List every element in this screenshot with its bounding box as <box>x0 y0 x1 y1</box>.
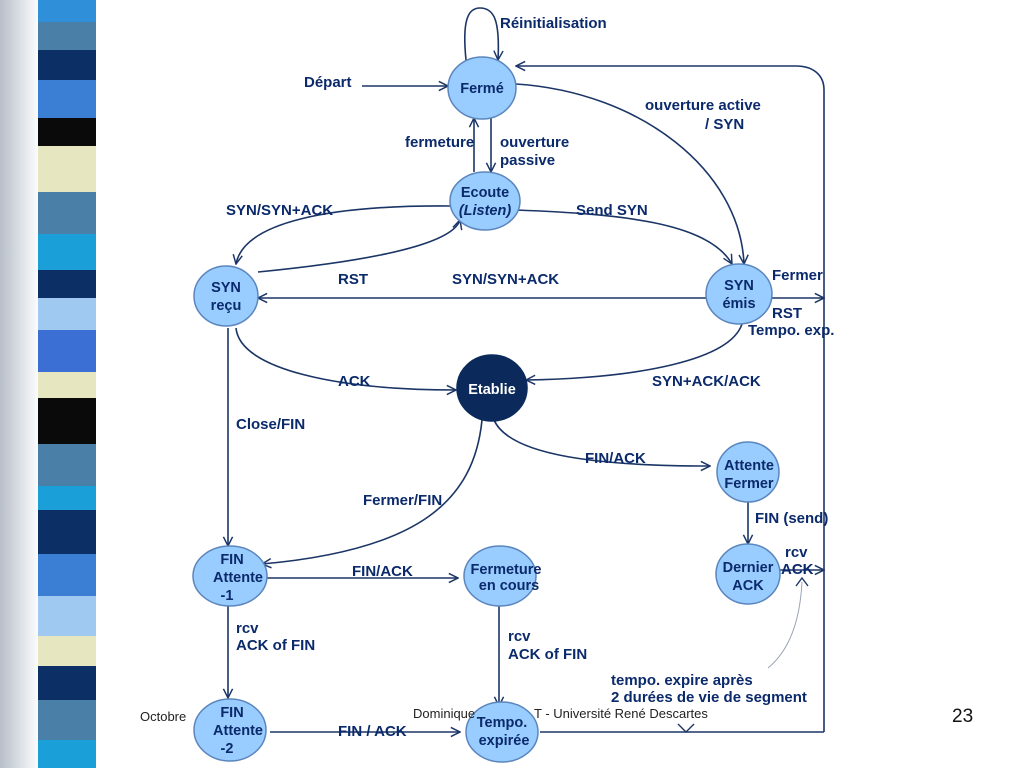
synsent-to-established-arrow <box>526 323 743 380</box>
reinit-loop-arrow <box>463 7 499 60</box>
fin-ack-upper-label: FIN/ACK <box>585 450 646 467</box>
state-syn-sent-sublabel: émis <box>722 296 755 312</box>
tempo-expire-label-2: 2 durées de vie de segment <box>611 689 807 706</box>
state-closing-sublabel: en cours <box>479 578 539 594</box>
depart-label: Départ <box>304 74 352 91</box>
active-open-arrow <box>515 83 744 264</box>
state-fin-wait-1: FIN Attente -1 <box>192 545 268 607</box>
state-time-wait-label: Tempo. <box>477 715 527 731</box>
passive-open-label-2: passive <box>500 152 555 169</box>
fin-ack-lower-label: FIN/ACK <box>352 563 413 580</box>
state-fin-wait-1-sublabel: Attente <box>213 570 263 586</box>
state-fin-wait-2: FIN Attente -2 <box>193 698 267 762</box>
state-syn-received: SYN reçu <box>193 265 259 327</box>
reinit-label: Réinitialisation <box>500 15 607 32</box>
state-last-ack-label: Dernier <box>723 560 774 576</box>
tempo-callout-line <box>767 581 803 669</box>
syn-synack-middle-label: SYN/SYN+ACK <box>452 271 559 288</box>
return-to-closed-line <box>516 66 825 732</box>
state-listen-label: Ecoute <box>461 185 509 201</box>
state-established: Etablie <box>456 354 528 422</box>
state-syn-received-sublabel: reçu <box>211 298 242 314</box>
established-to-finwait1-arrow <box>262 419 483 564</box>
footer-date: Octobre <box>140 709 187 724</box>
state-closed: Fermé <box>447 56 517 120</box>
ack-of-fin-left-label: ACK of FIN <box>236 637 315 654</box>
state-nodes: Fermé Ecoute (Listen) SYN reçu SYN émis … <box>192 56 781 763</box>
state-closing-label: Fermeture <box>471 562 542 578</box>
ack-of-fin-mid-label: ACK of FIN <box>508 646 587 663</box>
state-close-wait-sublabel: Fermer <box>724 476 774 492</box>
synack-ack-label: SYN+ACK/ACK <box>652 373 761 390</box>
state-last-ack: Dernier ACK <box>715 543 781 605</box>
close-fin-established-label: Fermer/FIN <box>363 492 442 509</box>
state-syn-received-label: SYN <box>211 280 241 296</box>
state-last-ack-sublabel: ACK <box>732 578 764 594</box>
passive-open-label: ouverture <box>500 134 569 151</box>
transition-lines <box>228 7 825 733</box>
fin-send-label: FIN (send) <box>755 510 828 527</box>
state-syn-sent-label: SYN <box>724 278 754 294</box>
state-fin-wait-2-suffix: -2 <box>221 741 234 757</box>
fin-slash-ack-label: FIN / ACK <box>338 723 407 740</box>
active-open-label: ouverture active <box>645 97 761 114</box>
listen-to-synsent-arrow <box>515 209 732 264</box>
state-time-wait-sublabel: expirée <box>479 733 530 749</box>
ack-label: ACK <box>338 373 371 390</box>
close-label: fermeture <box>405 134 474 151</box>
established-to-closewait-arrow <box>493 419 710 466</box>
rst-middle-label: RST <box>338 271 368 288</box>
state-fin-wait-1-label: FIN <box>220 552 243 568</box>
state-listen: Ecoute (Listen) <box>449 171 521 231</box>
stripe-shadow <box>0 0 40 768</box>
state-listen-sublabel: (Listen) <box>459 203 512 219</box>
state-closing: Fermeture en cours <box>463 545 542 607</box>
synrcvd-to-established-arrow <box>235 327 456 390</box>
state-close-wait: Attente Fermer <box>716 441 780 503</box>
synrcvd-to-listen-arrow <box>257 220 460 273</box>
rst-right-label: RST <box>772 305 802 322</box>
page-number: 23 <box>952 706 974 727</box>
syn-synack-left-label: SYN/SYN+ACK <box>226 202 333 219</box>
state-closed-label: Fermé <box>460 81 504 97</box>
transition-labels: Réinitialisation Départ ouverture active… <box>226 15 834 740</box>
state-established-label: Etablie <box>468 382 516 398</box>
tempo-callout-hook <box>795 576 809 587</box>
footer-author: Dominique <box>413 706 476 721</box>
close-fin-label: Close/FIN <box>236 416 305 433</box>
close-syn-sent-label: Fermer <box>772 267 823 284</box>
rcv-ack-label: ACK <box>781 561 814 578</box>
state-fin-wait-2-sublabel: Attente <box>213 723 263 739</box>
rcv-left-label: rcv <box>236 620 259 637</box>
state-syn-sent: SYN émis <box>705 263 773 325</box>
active-open-syn-label: / SYN <box>705 116 744 133</box>
send-syn-label: Send SYN <box>576 202 648 219</box>
timewait-tick <box>677 723 695 733</box>
stripe-blocks <box>38 0 96 768</box>
footer-affiliation: T - Université René Descartes <box>534 706 708 721</box>
timeout-label: Tempo. exp. <box>748 322 834 339</box>
state-close-wait-label: Attente <box>724 458 774 474</box>
tempo-expire-label: tempo. expire après <box>611 672 753 689</box>
rcv-mid-label: rcv <box>508 628 531 645</box>
rcv-label: rcv <box>785 544 808 561</box>
decorative-stripe <box>0 0 118 768</box>
state-time-wait: Tempo. expirée <box>465 701 539 763</box>
state-fin-wait-1-suffix: -1 <box>221 588 234 604</box>
state-fin-wait-2-label: FIN <box>220 705 243 721</box>
listen-to-synrcvd-arrow <box>236 205 451 264</box>
